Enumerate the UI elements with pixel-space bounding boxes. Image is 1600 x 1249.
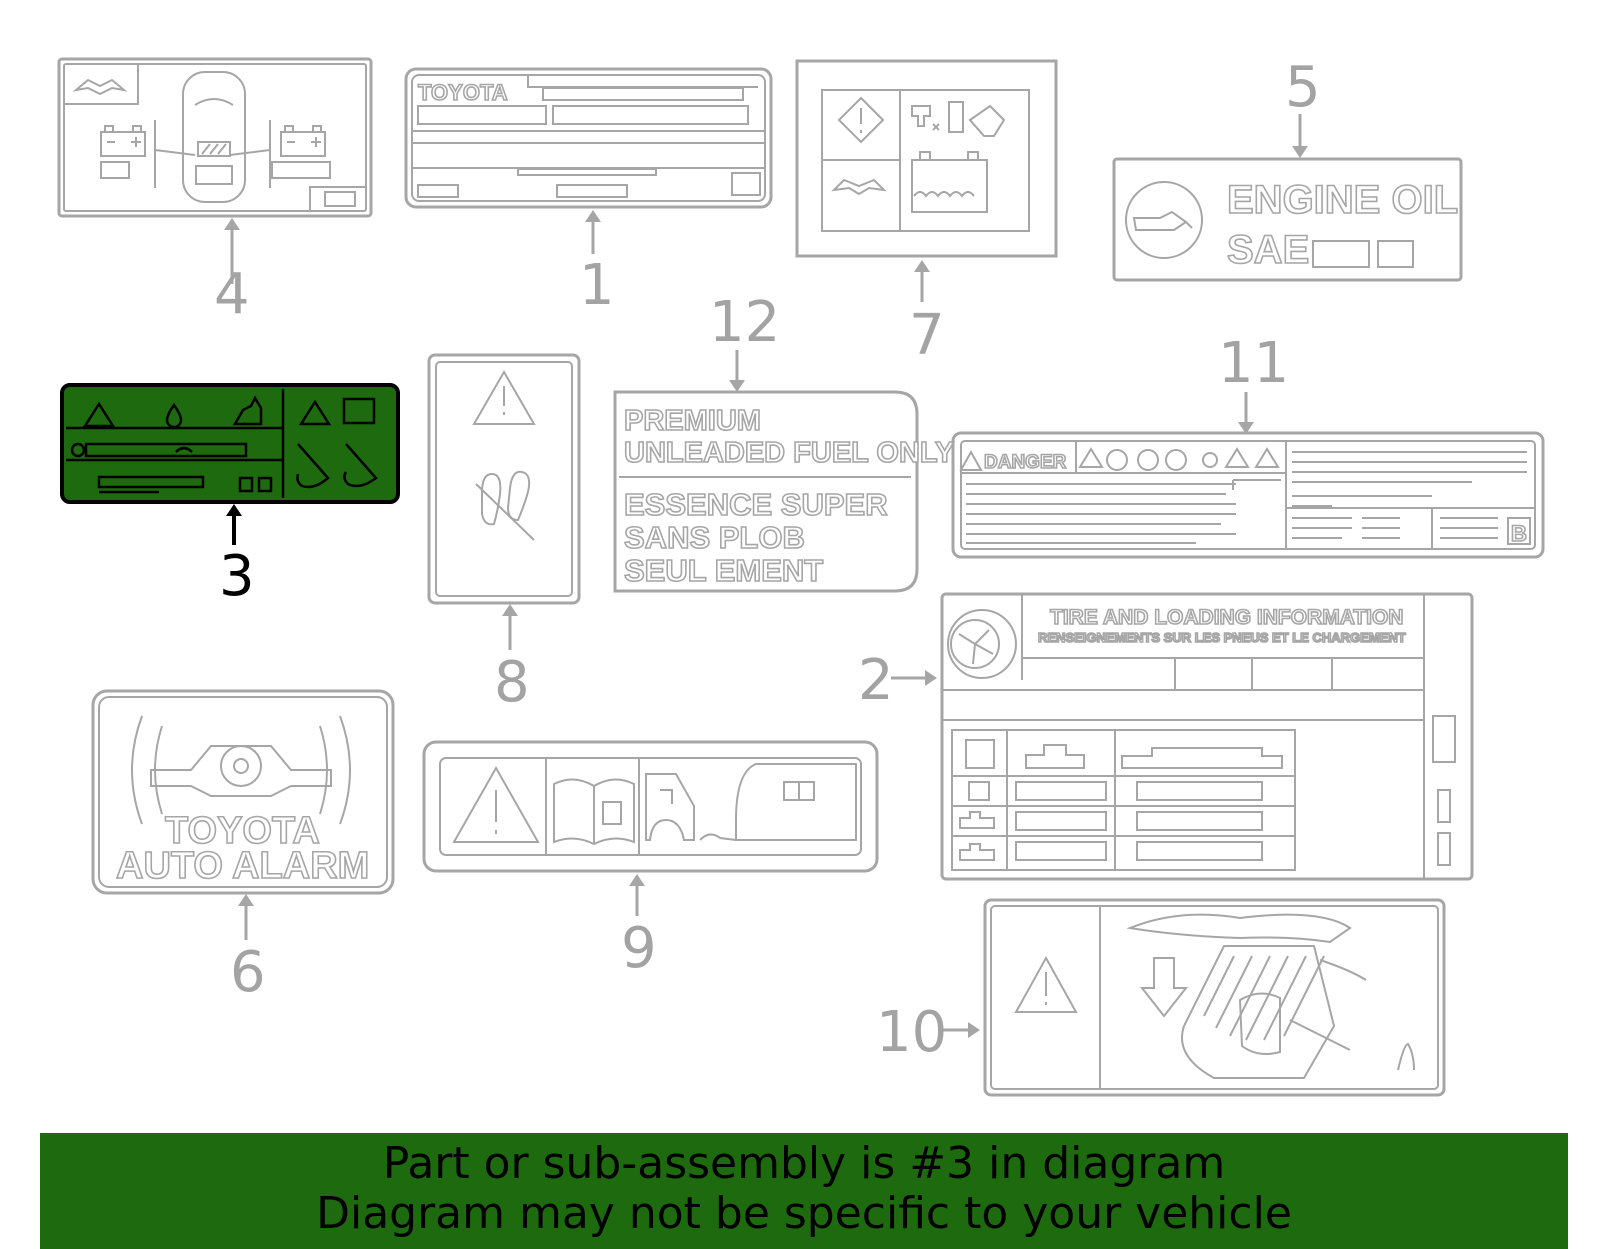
footer-banner: Part or sub-assembly is #3 in diagram Di… (40, 1133, 1568, 1249)
callout-number-6: 6 (230, 940, 266, 1005)
fuel-line-2: UNLEADED FUEL ONLY (624, 437, 954, 469)
arrowhead-2 (925, 670, 937, 686)
arrowhead-10 (968, 1022, 980, 1038)
label-7-battery-warning[interactable] (795, 59, 1058, 258)
arrowhead-6 (238, 894, 254, 906)
callout-number-12: 12 (709, 290, 780, 355)
label-9-trailer[interactable] (422, 740, 879, 873)
fuel-line-4: SANS PLOB (624, 520, 805, 555)
callout-4: 4 (214, 218, 250, 327)
callout-3: 3 (219, 504, 255, 609)
tire-subtitle-text: RENSEIGNEMENTS SUR LES PNEUS ET LE CHARG… (1038, 630, 1406, 645)
callout-5: 5 (1285, 55, 1321, 158)
callout-number-8: 8 (494, 650, 530, 715)
callout-10: 10 (876, 1000, 980, 1065)
callout-number-4: 4 (214, 262, 250, 327)
footer-line-2: Diagram may not be specific to your vehi… (316, 1188, 1292, 1239)
callout-6: 6 (230, 894, 266, 1005)
sae-text: SAE (1227, 228, 1309, 272)
callout-11: 11 (1218, 331, 1289, 434)
label-8-warning-tall[interactable] (427, 353, 581, 605)
label-1-vehicle-info-plate[interactable]: TOYOTA (404, 67, 773, 209)
tire-title-text: TIRE AND LOADING INFORMATION (1050, 606, 1403, 629)
footer-line-1: Part or sub-assembly is #3 in diagram (382, 1138, 1226, 1189)
label-3-highlighted[interactable] (60, 383, 400, 504)
fuel-line-5: SEUL EMENT (624, 553, 823, 588)
arrowhead-3 (226, 504, 242, 516)
callout-number-10: 10 (876, 1000, 947, 1065)
parts-diagram: TOYOTA ENGINE OIL SAE (57, 55, 1545, 1097)
callout-number-1: 1 (579, 253, 615, 318)
label-4-jump-start[interactable] (57, 57, 373, 218)
toyota-plate-text: TOYOTA (418, 80, 508, 105)
arrowhead-1 (585, 210, 601, 222)
callout-1: 1 (579, 210, 615, 318)
fuel-line-1: PREMIUM (624, 405, 761, 437)
fuel-line-3: ESSENCE SUPER (624, 487, 888, 522)
label-10-liftgate[interactable] (983, 898, 1446, 1097)
label-5-engine-oil[interactable]: ENGINE OIL SAE (1112, 157, 1463, 282)
callout-number-5: 5 (1285, 55, 1321, 120)
danger-text: DANGER (984, 452, 1067, 473)
arrowhead-7 (914, 260, 930, 272)
callout-8: 8 (494, 604, 530, 715)
alarm-line-2: AUTO ALARM (116, 845, 369, 887)
callout-number-9: 9 (621, 916, 657, 981)
arrowhead-11 (1238, 422, 1254, 434)
arrowhead-9 (629, 874, 645, 886)
alarm-line-1: TOYOTA (165, 810, 320, 852)
arrowhead-12 (729, 380, 745, 392)
label-12-fuel[interactable]: PREMIUM UNLEADED FUEL ONLY ESSENCE SUPER… (613, 390, 955, 593)
callout-number-3: 3 (219, 544, 255, 609)
engine-oil-text: ENGINE OIL (1227, 178, 1458, 222)
callout-number-2: 2 (858, 648, 894, 713)
label-11-danger[interactable]: DANGER B (951, 431, 1545, 559)
arrowhead-8 (502, 604, 518, 616)
callout-number-7: 7 (909, 303, 945, 368)
callout-7: 7 (909, 260, 945, 368)
label-6-auto-alarm[interactable]: TOYOTA AUTO ALARM (91, 689, 395, 895)
callout-12: 12 (709, 290, 780, 392)
callout-2: 2 (858, 648, 937, 713)
arrowhead-4 (224, 218, 240, 230)
callout-9: 9 (621, 874, 657, 981)
callout-number-11: 11 (1218, 331, 1289, 396)
label-2-tire-loading[interactable]: TIRE AND LOADING INFORMATION RENSEIGNEME… (940, 592, 1474, 881)
arrowhead-5 (1292, 146, 1308, 158)
danger-b-mark: B (1511, 521, 1527, 546)
